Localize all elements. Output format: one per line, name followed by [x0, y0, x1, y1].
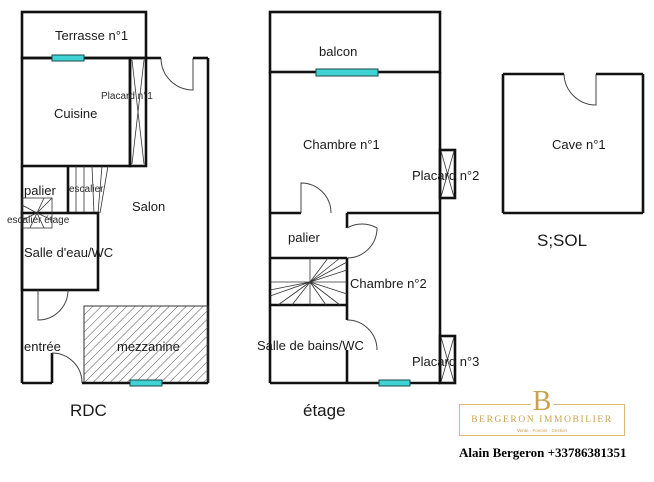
window: [315, 68, 379, 77]
door-swing: [51, 352, 83, 384]
window: [378, 379, 411, 387]
room-label-cuisine: Cuisine: [54, 106, 97, 121]
room-label-mezzanine: mezzanine: [117, 339, 180, 354]
room-label-escalier-etage: escalier étage: [7, 215, 70, 226]
agent-contact: Alain Bergeron +33786381351: [459, 445, 627, 460]
mezzanine-area: [83, 305, 209, 384]
level-title-rdc: RDC: [70, 401, 107, 420]
level-title-sous-sol: S;SOL: [537, 231, 587, 250]
window: [129, 379, 163, 387]
room-label-palier: palier: [24, 183, 56, 198]
balcon-outline: [268, 10, 442, 74]
rdc-plan: Terrasse n°1 Cuisine Placard n°1 palier …: [7, 10, 210, 420]
room-label-balcon: balcon: [319, 44, 357, 59]
level-title-etage: étage: [303, 401, 346, 420]
room-label-placard2: Placard n°2: [412, 168, 479, 183]
room-label-cave: Cave n°1: [552, 137, 606, 152]
room-label-terrasse: Terrasse n°1: [55, 28, 128, 43]
agency-logo: B BERGERON IMMOBILIER Vente · Foncier · …: [459, 388, 625, 438]
spiral-stairs: [21, 197, 53, 229]
door-swing: [160, 57, 194, 91]
agency-tagline: Vente · Foncier · Gestion: [459, 428, 625, 433]
placard1-cross: [131, 59, 145, 165]
room-label-chambre1: Chambre n°1: [303, 137, 380, 152]
room-label-salle-bains: Salle de bains/WC: [257, 338, 364, 353]
placard1-outline: [128, 56, 148, 168]
etage-plan: balcon Chambre n°1 Placard n°2 palier Ch…: [257, 10, 479, 420]
door-swing: [300, 182, 332, 214]
room-label-entree: entrée: [24, 339, 61, 354]
door-swing: [346, 223, 378, 259]
placard3-outline: [438, 334, 457, 385]
logo-letter: B: [531, 386, 553, 417]
window: [51, 54, 85, 62]
room-label-escalier: escalier: [69, 184, 104, 195]
room-label-placard3: Placard n°3: [412, 354, 479, 369]
sous-sol-plan: Cave n°1 S;SOL: [501, 72, 645, 250]
placard2-outline: [438, 148, 457, 200]
salle-eau-outline: [20, 211, 100, 292]
room-label-salon: Salon: [132, 199, 165, 214]
stairs: [75, 165, 109, 214]
room-label-placard1: Placard n°1: [101, 91, 153, 102]
room-label-salle-eau: Salle d'eau/WC: [24, 245, 113, 260]
room-label-palier-etage: palier: [288, 230, 320, 245]
door-swing: [37, 289, 69, 321]
room-label-chambre2: Chambre n°2: [350, 276, 427, 291]
door-swing: [346, 319, 378, 351]
spiral-stairs: [269, 257, 348, 306]
door-swing: [563, 73, 597, 106]
agency-name: BERGERON IMMOBILIER: [471, 415, 613, 425]
agency-tagline-text: Vente · Foncier · Gestion: [513, 428, 571, 433]
